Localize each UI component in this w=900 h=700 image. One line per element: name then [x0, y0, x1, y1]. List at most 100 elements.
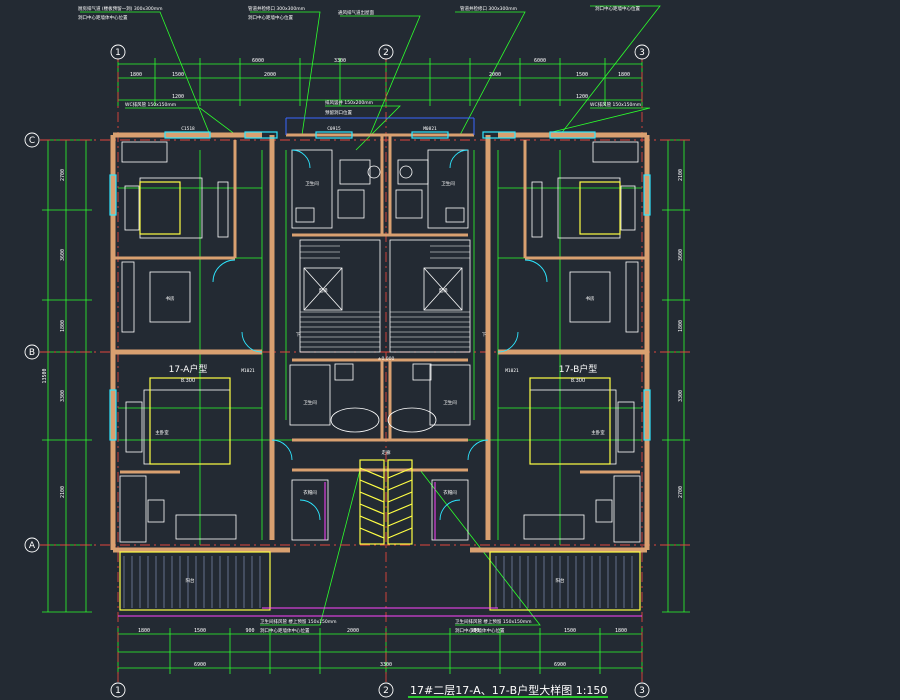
note-bottom-3: 卫生间排风管 楼上预留 150x150mm — [455, 618, 531, 625]
axis-bubble-1-bottom — [110, 682, 126, 698]
dim-bottom-seg-6: 1500 — [564, 628, 576, 634]
axis-bubbles — [24, 44, 650, 698]
room-bath-mid-right: 卫生间 — [443, 399, 457, 406]
dim-right-seg-2: 3600 — [678, 249, 684, 261]
axis-label-c: C — [29, 136, 35, 146]
dim-right-seg-3: 1800 — [678, 320, 684, 332]
note-mid-3: 预留洞口位置 — [325, 109, 352, 116]
room-lift-left: 电梯 — [319, 287, 328, 294]
room-closet-right: 衣帽间 — [443, 489, 457, 496]
dim-top-seg-3: 2000 — [264, 72, 276, 78]
code-c0915: C0915 — [327, 126, 341, 132]
unit-a-name: 17-A户型 — [169, 363, 208, 375]
outer-walls — [110, 132, 650, 553]
dim-left-seg-2: 3600 — [60, 249, 66, 261]
axis-label-1-top: 1 — [115, 48, 121, 58]
note-bottom-4: 洞口中心距墙体中心位置 — [455, 627, 505, 634]
dimension-texts-bottom: 1800 1500 900 2000 900 1500 1800 6900 33… — [138, 628, 627, 668]
note-top-4: 洞口中心距墙中心位置 — [248, 14, 293, 21]
dim-top-seg-5: 1500 — [576, 72, 588, 78]
dim-bottom-total-2: 3300 — [380, 662, 392, 668]
stair-down-left: 下 — [296, 332, 301, 338]
window-codes: C1518 M1021 C0915 M0821 M1021 — [181, 126, 519, 374]
dim-bottom-seg-2: 1500 — [194, 628, 206, 634]
axis-bubble-b — [24, 344, 40, 360]
unit-b-area: 8.300 — [571, 378, 585, 384]
dim-top-seg-4: 2000 — [489, 72, 501, 78]
room-bedroom-left: 主卧室 — [155, 429, 169, 436]
inner-walls — [113, 133, 647, 474]
note-mid-1: WC排风管 150x150mm — [125, 101, 176, 108]
room-bath-top-right: 卫生间 — [441, 180, 455, 187]
note-top-7: 洞口中心距墙中心位置 — [595, 5, 640, 12]
axis-label-b: B — [29, 348, 35, 358]
dim-top-seg-6: 1800 — [618, 72, 630, 78]
room-balcony-left: 阳台 — [186, 577, 195, 584]
axis-label-2-bottom: 2 — [383, 686, 389, 696]
dim-right-seg-5: 2700 — [678, 486, 684, 498]
note-top-2: 洞口中心距墙体中心位置 — [78, 14, 128, 21]
dim-bottom-seg-3: 900 — [245, 628, 254, 634]
note-top-1: 厨房排气道 (楼板预留一洞) 300x300mm — [78, 5, 162, 12]
axis-bubble-labels: 1 2 3 1 2 3 C B A — [29, 48, 645, 696]
dim-left-seg-4: 3300 — [60, 390, 66, 402]
dim-top-total: 3300 — [334, 58, 346, 64]
stair-treads — [300, 245, 470, 348]
dim-right-seg-1: 2100 — [678, 169, 684, 181]
windows — [109, 131, 651, 441]
note-bottom-1: 卫生间排风管 楼上预留 150x150mm — [260, 618, 336, 625]
dimension-texts-side: 13500 2700 3600 1800 3300 2100 2100 3600… — [42, 169, 684, 498]
axis-bubble-c — [24, 132, 40, 148]
door-swings — [212, 149, 548, 521]
dim-right-seg-4: 3300 — [678, 390, 684, 402]
leader-lines — [80, 5, 661, 626]
room-labels: 卫生间 卫生间 卫生间 卫生间 主卧室 主卧室 阳台 阳台 衣帽间 衣帽间 走廊… — [155, 180, 605, 584]
unit-labels: 17-A户型 8.300 17-B户型 8.300 — [169, 363, 598, 384]
dim-left-total: 13500 — [42, 368, 48, 383]
dim-top-seg-1: 1800 — [130, 72, 142, 78]
code-m0821: M0821 — [423, 126, 437, 132]
axis-bubble-1-top — [110, 44, 126, 60]
balcony-slats — [123, 556, 633, 608]
room-bedroom-right: 主卧室 — [591, 429, 605, 436]
dim-bottom-seg-7: 1800 — [615, 628, 627, 634]
axis-label-3-bottom: 3 — [639, 686, 645, 696]
room-corridor: 走廊 — [382, 449, 391, 456]
annotations: 厨房排气道 (楼板预留一洞) 300x300mm 洞口中心距墙体中心位置 管道井… — [78, 5, 641, 634]
room-lift-right: 电梯 — [439, 287, 448, 294]
dim-bottom-total-1: 6900 — [194, 662, 206, 668]
dim-top-second-3: 6000 — [534, 58, 546, 64]
unit-b-name: 17-B户型 — [559, 363, 598, 375]
axis-bubble-2-top — [378, 44, 394, 60]
code-c1518: C1518 — [181, 126, 195, 132]
room-closet-left: 衣帽间 — [303, 489, 317, 496]
dim-top-second-4: 1200 — [576, 94, 588, 100]
note-mid-2: 排风竖井 150x200mm — [325, 99, 373, 106]
axis-bubble-2-bottom — [378, 682, 394, 698]
dim-bottom-total-3: 6900 — [554, 662, 566, 668]
axis-bubble-3-bottom — [634, 682, 650, 698]
stair-down-right: 下 — [482, 332, 487, 338]
room-balcony-right: 阳台 — [556, 577, 565, 584]
axis-bubble-a — [24, 537, 40, 553]
note-top-3: 管道井检修口 300x300mm — [248, 5, 305, 12]
dim-bottom-seg-5: 900 — [470, 628, 479, 634]
dim-bottom-seg-4: 2000 — [347, 628, 359, 634]
axis-bubble-3-top — [634, 44, 650, 60]
note-bottom-2: 洞口中心距墙体中心位置 — [260, 627, 310, 634]
room-study-right: 书房 — [586, 295, 595, 302]
drawing-title: 17#二层17-A、17-B户型大样图 1:150 — [410, 683, 607, 697]
note-mid-4: WC排风管 150x150mm — [590, 101, 641, 108]
note-top-6: 管道井检修口 300x300mm — [460, 5, 517, 12]
dim-left-seg-1: 2700 — [60, 169, 66, 181]
note-top-5: 通风排气道出屋面 — [338, 9, 374, 16]
room-bath-top-left: 卫生间 — [305, 180, 319, 187]
axis-label-1-bottom: 1 — [115, 686, 121, 696]
dim-top-second-2: 6000 — [252, 58, 264, 64]
axis-label-3-top: 3 — [639, 48, 645, 58]
dim-top-second-1: 1200 — [172, 94, 184, 100]
dimension-texts-top: 3300 1800 1500 2000 2000 1500 1800 1200 … — [130, 58, 630, 100]
dim-bottom-seg-1: 1800 — [138, 628, 150, 634]
